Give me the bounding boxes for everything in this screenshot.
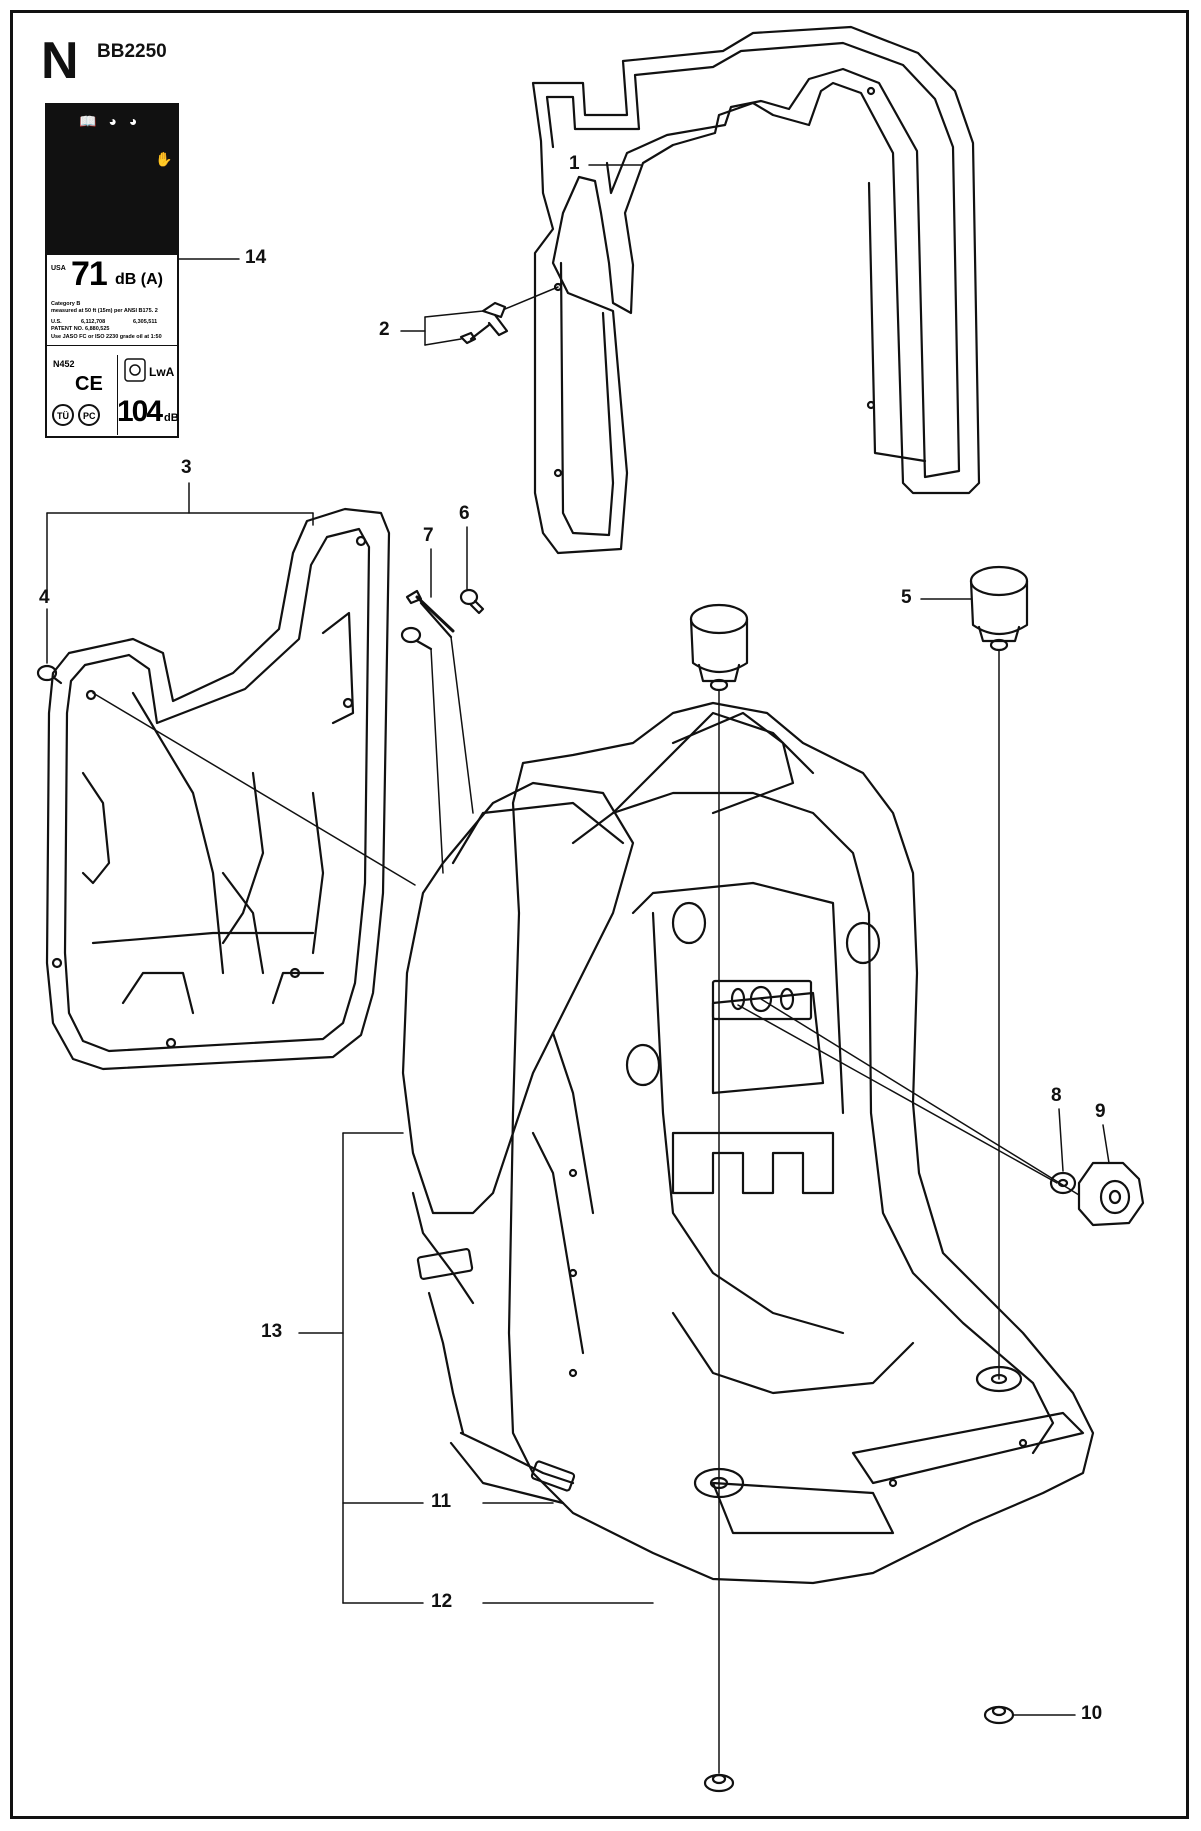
- svg-text:PC: PC: [83, 411, 96, 421]
- decal-fuel-note: Use JASO FC or ISO 2230 grade oil at 1:5…: [51, 334, 162, 340]
- part-3-back-cover: [45, 507, 391, 1071]
- callout-1: 1: [569, 153, 580, 174]
- glove-icon: ✋: [155, 151, 173, 167]
- callout-13: 13: [261, 1321, 283, 1342]
- part-5-grommet-right: [969, 565, 1029, 1380]
- ear-protection-icon: ◕: [108, 113, 117, 129]
- callout-9: 9: [1095, 1101, 1106, 1122]
- decal-divider: [47, 345, 177, 346]
- model-number: BB2250: [97, 41, 167, 62]
- certification-icons: TÜ PC: [52, 404, 100, 426]
- decal-sound-unit: dB (A): [115, 271, 163, 288]
- decal-warning-panel: 📖 ◕ ◕ ✋: [47, 105, 177, 255]
- part-1-back-frame: [531, 25, 981, 555]
- leader-lines: [46, 164, 1110, 1716]
- decal-lwa-unit: dB: [164, 412, 179, 424]
- callout-8: 8: [1051, 1085, 1062, 1106]
- decal-patent-1: 6,112,708: [81, 319, 106, 325]
- decal-ce-mark: CE: [75, 373, 103, 395]
- decal-sound-value: 71: [71, 255, 108, 293]
- part-4-screw: [36, 664, 416, 886]
- decal-region: USA: [51, 265, 66, 272]
- decal-us-label: U.S.: [51, 319, 62, 325]
- callout-2: 2: [379, 319, 390, 340]
- part-5-grommet-left: [689, 603, 749, 1774]
- decal-lwa-value: 104: [117, 395, 163, 428]
- callout-3: 3: [181, 457, 192, 478]
- callout-6: 6: [459, 503, 470, 524]
- callout-14: 14: [245, 247, 267, 268]
- part-10-nut-left: [703, 1773, 735, 1793]
- part-7-bolt: [405, 589, 474, 814]
- decal-category: Category B: [51, 301, 81, 307]
- part-13-shoulder-strap: [401, 711, 815, 1505]
- part-6-secondary-screw: [400, 626, 444, 874]
- callout-4: 4: [39, 587, 50, 608]
- decal-lwa-label: LwA: [149, 365, 175, 379]
- ear-protection-icon-2: ◕: [128, 113, 138, 129]
- callout-11: 11: [431, 1491, 452, 1512]
- exploded-parts-diagram: [36, 25, 1145, 1793]
- decal-patent-2: 6,305,511: [133, 319, 158, 325]
- manual-icon: 📖: [79, 113, 97, 129]
- part-10-nut-right: [983, 1705, 1015, 1725]
- callout-5: 5: [901, 587, 912, 608]
- section-letter: N: [41, 32, 79, 90]
- part-12-main-frame: [507, 701, 1095, 1585]
- decal-lwa-tile: [117, 355, 176, 435]
- svg-text:TÜ: TÜ: [57, 411, 69, 421]
- part-6-screw: [459, 588, 485, 615]
- part-9-knob: [737, 998, 1145, 1227]
- diagram-frame: N BB2250 📖 ◕ ◕ ✋ USA 71 dB (A) Category …: [10, 10, 1189, 1819]
- part-2-screw: [459, 286, 559, 345]
- decal-measured: measured at 50 ft (15m) per ANSI B175. 2: [51, 308, 158, 314]
- callout-7: 7: [423, 525, 434, 546]
- callout-10: 10: [1081, 1703, 1103, 1724]
- decal-label: 📖 ◕ ◕ ✋ USA 71 dB (A) Category B measure…: [45, 103, 179, 438]
- callout-12: 12: [431, 1591, 453, 1612]
- decal-n452: N452: [53, 359, 75, 369]
- noise-icon: [124, 358, 146, 382]
- decal-patent-label: PATENT NO. 6,880,525: [51, 326, 110, 332]
